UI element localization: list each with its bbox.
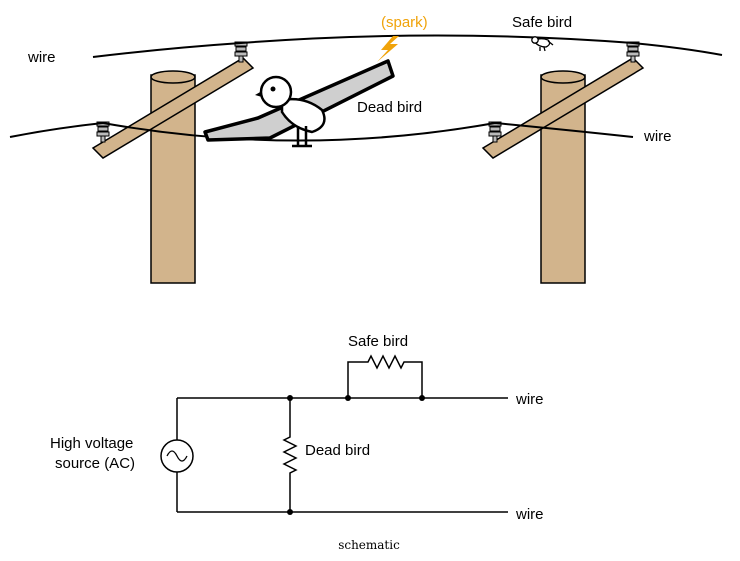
right-pole-top xyxy=(540,70,586,84)
spark-label: (spark) xyxy=(381,14,428,31)
dead-bird-legs xyxy=(292,126,312,148)
left-pole xyxy=(91,57,255,284)
schematic-circuit: Safe bird Dead bird High voltage source … xyxy=(50,333,544,523)
schematic-safe-bird-label: Safe bird xyxy=(348,333,408,350)
dead-bird xyxy=(203,59,395,148)
dead-bird-label: Dead bird xyxy=(357,99,422,116)
dead-bird-eye xyxy=(270,86,276,92)
resistor-symbol-dead-bird xyxy=(282,395,298,515)
dead-bird-beak xyxy=(255,91,262,97)
schematic-wire-label-top: wire xyxy=(515,391,544,408)
wire-label-bottom: wire xyxy=(643,128,672,145)
dead-bird-head xyxy=(259,75,293,109)
right-pole xyxy=(481,57,645,284)
ac-source-symbol xyxy=(160,439,194,473)
resistor-symbol-safe-bird xyxy=(345,354,425,401)
top-wire xyxy=(92,34,723,58)
pictorial-scene: wire wire (spark) Safe bird Dead bird xyxy=(9,14,723,284)
right-crossarm xyxy=(481,57,645,159)
figure-caption: schematic xyxy=(338,538,400,552)
safe-bird-label: Safe bird xyxy=(512,14,572,31)
left-crossarm xyxy=(91,57,255,159)
schematic-source-label-line1: High voltage xyxy=(50,435,133,452)
schematic-source-label-line2: source (AC) xyxy=(55,455,135,472)
dead-bird-body xyxy=(280,97,326,134)
schematic-wire-label-bottom: wire xyxy=(515,506,544,523)
schematic-dead-bird-label: Dead bird xyxy=(305,442,370,459)
bottom-wire xyxy=(9,121,634,142)
left-pole-top xyxy=(150,70,196,84)
wire-label-top: wire xyxy=(27,49,56,66)
lightning-bolt-icon xyxy=(377,36,399,62)
safe-bird xyxy=(531,36,554,52)
